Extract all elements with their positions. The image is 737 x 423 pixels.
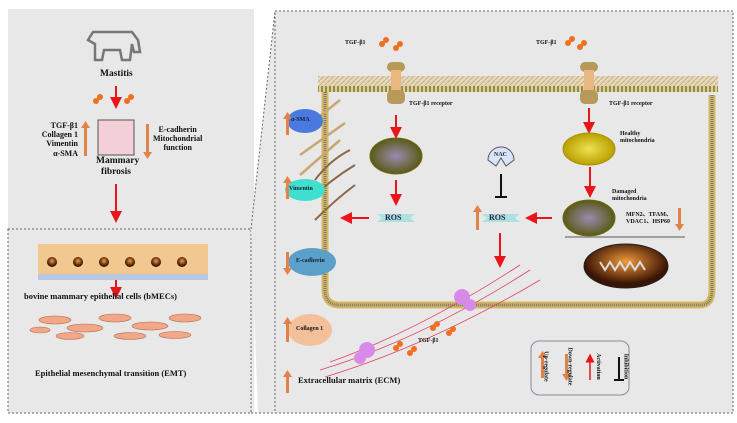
- legend-activation: Activation: [594, 353, 601, 380]
- fibrosis-line: fibrosis: [101, 166, 131, 177]
- cell-membrane-top: [318, 76, 718, 86]
- ros-label-left: ROS: [385, 213, 402, 222]
- tgf-receptor-right: [580, 62, 598, 104]
- nucleus-dna-icon: [583, 243, 669, 289]
- damaged-mitochondria-icon: [562, 199, 616, 237]
- e-cadherin-label: E-cadherin: [296, 258, 325, 264]
- damaged-mitochondria-icon: [369, 137, 423, 175]
- label-line: Healthy: [620, 131, 641, 137]
- genes-label: MFN2、TFAM、VDAC1、HSP60: [626, 212, 672, 226]
- vimentin-label: Vimentin: [289, 186, 313, 192]
- legend-upregulate: Up-regulate: [542, 351, 549, 382]
- label-line: MFN2、TFAM、: [626, 212, 672, 218]
- alpha-sma-label: α-SMA: [291, 117, 310, 123]
- receptor-label-left: TGF-β1 receptor: [409, 101, 453, 107]
- up-item: Collagen 1: [41, 130, 78, 140]
- bmecs-label: bovine mammary epithelial cells (bMECs): [24, 291, 177, 301]
- e-cadherin-shape: [288, 248, 336, 276]
- up-item: Vimentin: [46, 139, 78, 149]
- tgf-label-bottom: TGF-β1: [418, 338, 439, 344]
- fibrosis-tissue-icon: [97, 119, 135, 156]
- nac-label: NAC: [494, 152, 507, 158]
- up-item: TGF-β1: [50, 121, 78, 130]
- down-item: Mitochondrial: [153, 134, 203, 144]
- healthy-mitochondria-icon: [562, 132, 616, 166]
- downregulated-list: E-cadherin Mitochondrial function: [153, 125, 202, 153]
- ros-label-right: ROS: [489, 213, 506, 222]
- mesenchymal-cells: [29, 313, 202, 340]
- tgf-receptor-left: [387, 62, 405, 104]
- tgf-label-right: TGF-β1: [536, 40, 557, 46]
- collagen-shape: [288, 314, 332, 346]
- ros-shape-left: [377, 214, 415, 222]
- epithelial-cells: [38, 244, 208, 280]
- cow-icon: [86, 30, 142, 62]
- legend-box: [530, 340, 630, 396]
- tgf-label-left: TGF-β1: [345, 40, 366, 46]
- ecm-label: Extracellular matrix (ECM): [298, 375, 401, 385]
- label-line: Damaged: [612, 189, 637, 195]
- down-item: E-cadherin: [158, 125, 197, 134]
- collagen-label: Collagen 1: [296, 326, 324, 332]
- legend-downregulate: Down-regulate: [566, 347, 573, 386]
- nac-icon: [487, 146, 515, 167]
- ecm-proteins: [354, 289, 476, 364]
- label-line: mitochondria: [620, 137, 655, 144]
- ros-shape-right: [482, 214, 520, 222]
- emt-label: Epithelial mesenchymal transition (EMT): [35, 368, 187, 378]
- upregulated-list: TGF-β1 Collagen 1 Vimentin α-SMA: [40, 121, 78, 158]
- tgf-beta1-molecule-icon: [93, 36, 587, 356]
- label-line: mitochondria: [612, 195, 647, 202]
- receptor-label-right: TGF-β1 receptor: [609, 101, 653, 107]
- ecm-fibers: [319, 264, 541, 378]
- alpha-sma-shape: [287, 109, 323, 133]
- right-panel-bg: [251, 11, 733, 413]
- legend-inhibition: Inhibition: [622, 353, 629, 380]
- up-item: α-SMA: [53, 148, 78, 158]
- fibrosis-line: Mammary: [96, 156, 140, 166]
- mastitis-label: Mastitis: [100, 69, 133, 79]
- vimentin-shape: [285, 179, 325, 201]
- fibrosis-label: Mammary fibrosis: [96, 156, 140, 178]
- label-line: VDAC1、HSP60: [626, 218, 671, 225]
- down-item: function: [163, 143, 192, 153]
